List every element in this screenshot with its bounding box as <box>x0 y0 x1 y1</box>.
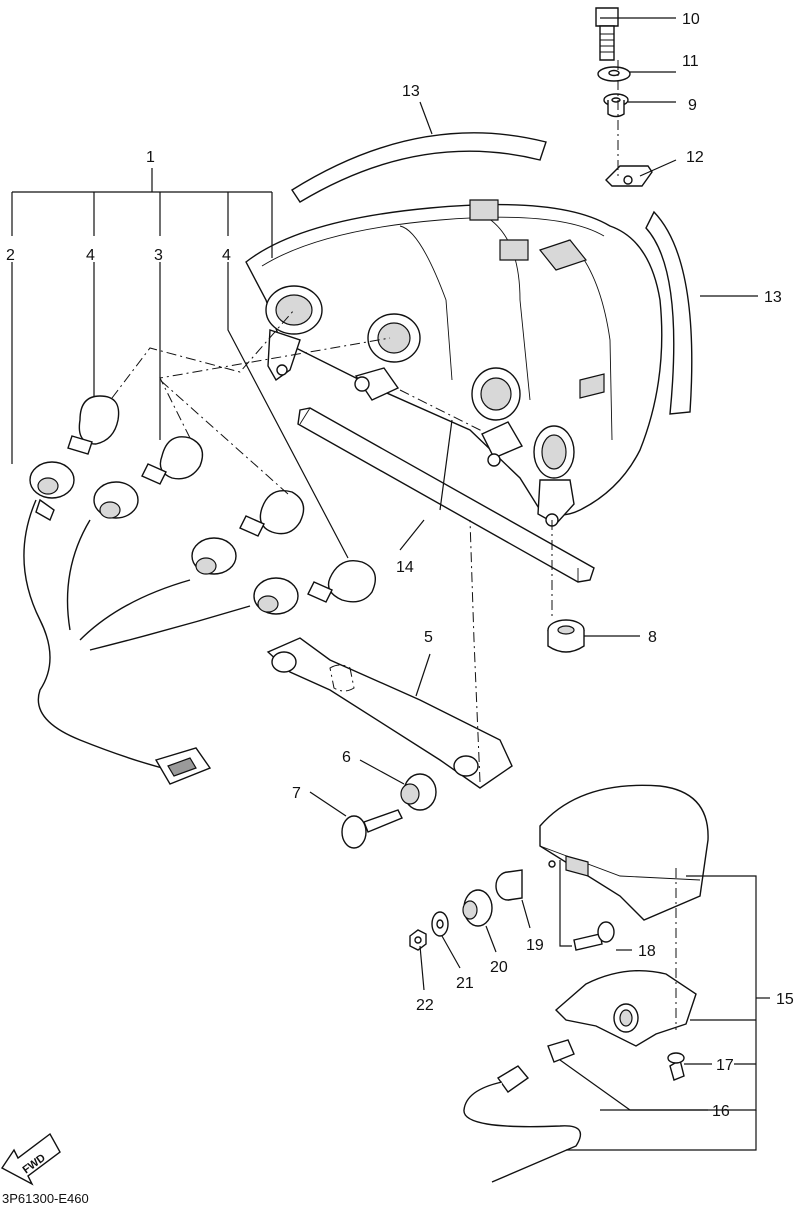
part-label-15: 15 <box>776 991 794 1008</box>
grommet-part-6 <box>400 773 437 811</box>
part-label-13b: 13 <box>764 289 782 306</box>
part-label-19: 19 <box>526 937 544 954</box>
part-label-9: 9 <box>688 97 697 114</box>
socket-part-2 <box>29 461 75 522</box>
part-label-18: 18 <box>638 943 656 960</box>
part-label-7: 7 <box>292 785 301 802</box>
part-label-1: 1 <box>146 149 155 166</box>
part-label-22: 22 <box>416 997 434 1014</box>
part-label-11: 11 <box>682 53 699 70</box>
part-label-20: 20 <box>490 959 508 976</box>
seal-strip-part-13-top <box>291 132 547 203</box>
seal-strip-part-13-right <box>645 210 693 415</box>
part-label-17: 17 <box>716 1057 734 1074</box>
socket-part-2b <box>253 577 299 615</box>
part-label-5: 5 <box>424 629 433 646</box>
part-label-2: 2 <box>6 247 15 264</box>
part-labels: 1 2 3 4 4 5 6 7 8 9 10 11 12 13 13 14 15… <box>6 11 794 1120</box>
screw-part-18 <box>573 921 615 951</box>
license-lamp-cover-part-15 <box>539 784 709 921</box>
grommet-part-8 <box>547 619 585 653</box>
part-label-10: 10 <box>682 11 700 28</box>
part-label-8: 8 <box>648 629 657 646</box>
socket-cord-part-16 <box>463 1039 582 1183</box>
socket-part-3b <box>191 537 237 575</box>
part-label-3: 3 <box>154 247 163 264</box>
collar-part-19 <box>495 869 523 901</box>
part-label-12: 12 <box>686 149 704 166</box>
forward-direction-arrow: FWD <box>0 1132 61 1186</box>
part-label-4b: 4 <box>222 247 231 264</box>
screw-part-7 <box>341 809 403 849</box>
part-label-16: 16 <box>712 1103 730 1120</box>
screw-part-17 <box>667 1052 685 1081</box>
bulb-socket-hole-1 <box>265 285 323 335</box>
mounting-tab-center <box>481 421 524 467</box>
bulb-part-4-b <box>307 560 376 603</box>
license-lamp-housing-part-15 <box>554 970 697 1047</box>
bulb-part-3 <box>141 436 204 485</box>
bracket-part-5 <box>266 637 513 789</box>
bulb-part-4-a <box>67 395 120 455</box>
mounting-tab-left <box>267 329 301 382</box>
leader-lines <box>11 17 770 1151</box>
part-label-4a: 4 <box>86 247 95 264</box>
bulb-socket-hole-3 <box>471 367 521 421</box>
bulb-socket-hole-4 <box>533 425 575 479</box>
bulb-part-2 <box>239 490 305 537</box>
bolt-part-10 <box>595 7 619 61</box>
nut-plate-part-12 <box>605 165 653 187</box>
tail-light-housing <box>245 199 663 516</box>
bulb-socket-hole-2 <box>367 313 421 363</box>
washer-part-21 <box>431 911 449 937</box>
collar-part-9 <box>603 93 629 118</box>
part-label-14: 14 <box>396 559 414 576</box>
mounting-stud-lower <box>537 479 575 527</box>
drawing-code: 3P61300-E460 <box>2 1191 89 1206</box>
part-label-6: 6 <box>342 749 351 766</box>
wiring-harness-part-1 <box>23 499 251 785</box>
washer-part-11 <box>597 66 631 82</box>
nut-part-22 <box>409 929 427 951</box>
mounting-tab-middle <box>354 367 400 401</box>
reflector-strip-part-14 <box>297 407 595 583</box>
grommet-part-20 <box>462 889 493 927</box>
part-label-21: 21 <box>456 975 474 992</box>
socket-part-3 <box>93 481 139 519</box>
part-label-13a: 13 <box>402 83 420 100</box>
